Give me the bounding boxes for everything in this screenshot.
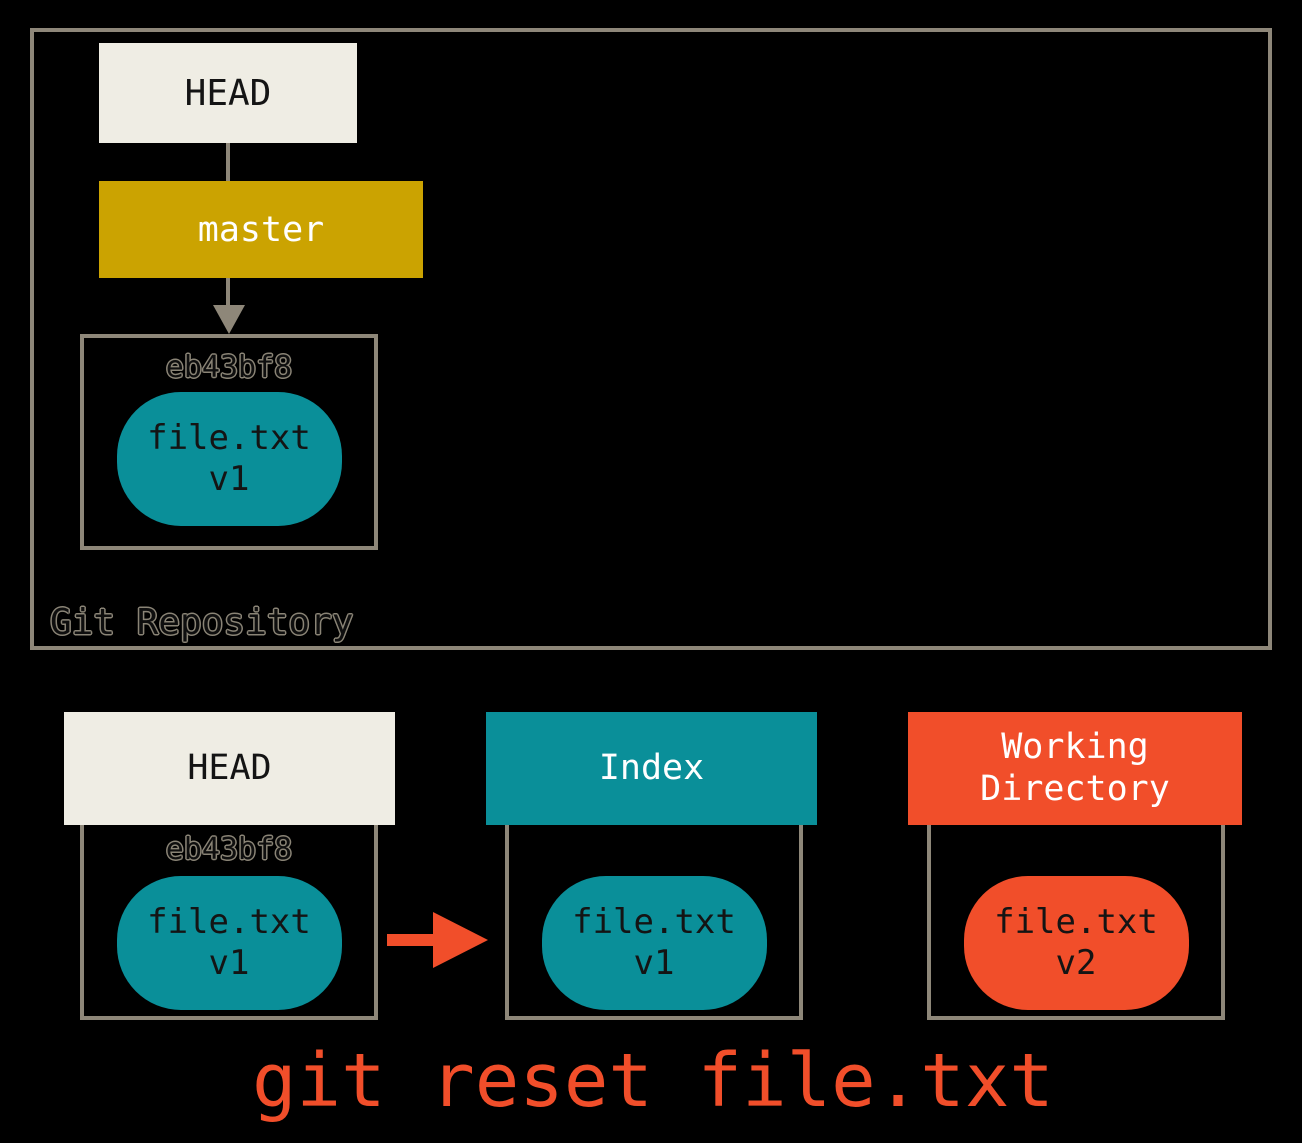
file-version-label: v1 bbox=[208, 943, 250, 983]
file-name-label: file.txt bbox=[994, 902, 1158, 943]
index-column-box: file.txt v1 bbox=[505, 820, 803, 1020]
working-directory-file-blob: file.txt v2 bbox=[963, 876, 1189, 1010]
arrow-down-icon bbox=[213, 305, 245, 334]
git-repository-box bbox=[30, 28, 1272, 650]
reset-arrow-line bbox=[387, 934, 437, 946]
index-file-blob: file.txt v1 bbox=[541, 876, 767, 1010]
index-column-title: Index bbox=[598, 747, 705, 788]
head-file-blob: file.txt v1 bbox=[116, 876, 342, 1010]
master-branch-label: master bbox=[197, 209, 325, 250]
master-to-commit-connector bbox=[226, 278, 230, 306]
index-column-header: Index bbox=[486, 712, 817, 825]
git-repository-label: Git Repository bbox=[50, 602, 354, 643]
head-ref-label: HEAD bbox=[184, 72, 272, 114]
head-column-box: eb43bf8 file.txt v1 bbox=[80, 820, 378, 1020]
head-to-master-connector bbox=[226, 143, 230, 181]
commit-hash-label: eb43bf8 bbox=[165, 350, 293, 385]
file-version-label: v1 bbox=[633, 943, 675, 983]
working-directory-title: Working Directory bbox=[980, 727, 1170, 809]
commit-box: eb43bf8 file.txt v1 bbox=[80, 334, 378, 550]
file-version-label: v1 bbox=[208, 459, 250, 499]
command-text: git reset file.txt bbox=[252, 1038, 1054, 1124]
working-directory-header: Working Directory bbox=[908, 712, 1242, 825]
head-column-header: HEAD bbox=[64, 712, 395, 825]
working-directory-box: file.txt v2 bbox=[927, 820, 1225, 1020]
file-name-label: file.txt bbox=[572, 902, 736, 943]
master-branch-box: master bbox=[99, 181, 423, 278]
head-column-title: HEAD bbox=[187, 747, 272, 788]
arrow-right-icon bbox=[433, 912, 488, 968]
file-blob: file.txt v1 bbox=[116, 392, 342, 526]
head-ref-box: HEAD bbox=[99, 43, 357, 143]
head-commit-hash-label: eb43bf8 bbox=[165, 832, 293, 867]
file-version-label: v2 bbox=[1055, 943, 1097, 983]
file-name-label: file.txt bbox=[147, 418, 311, 459]
file-name-label: file.txt bbox=[147, 902, 311, 943]
